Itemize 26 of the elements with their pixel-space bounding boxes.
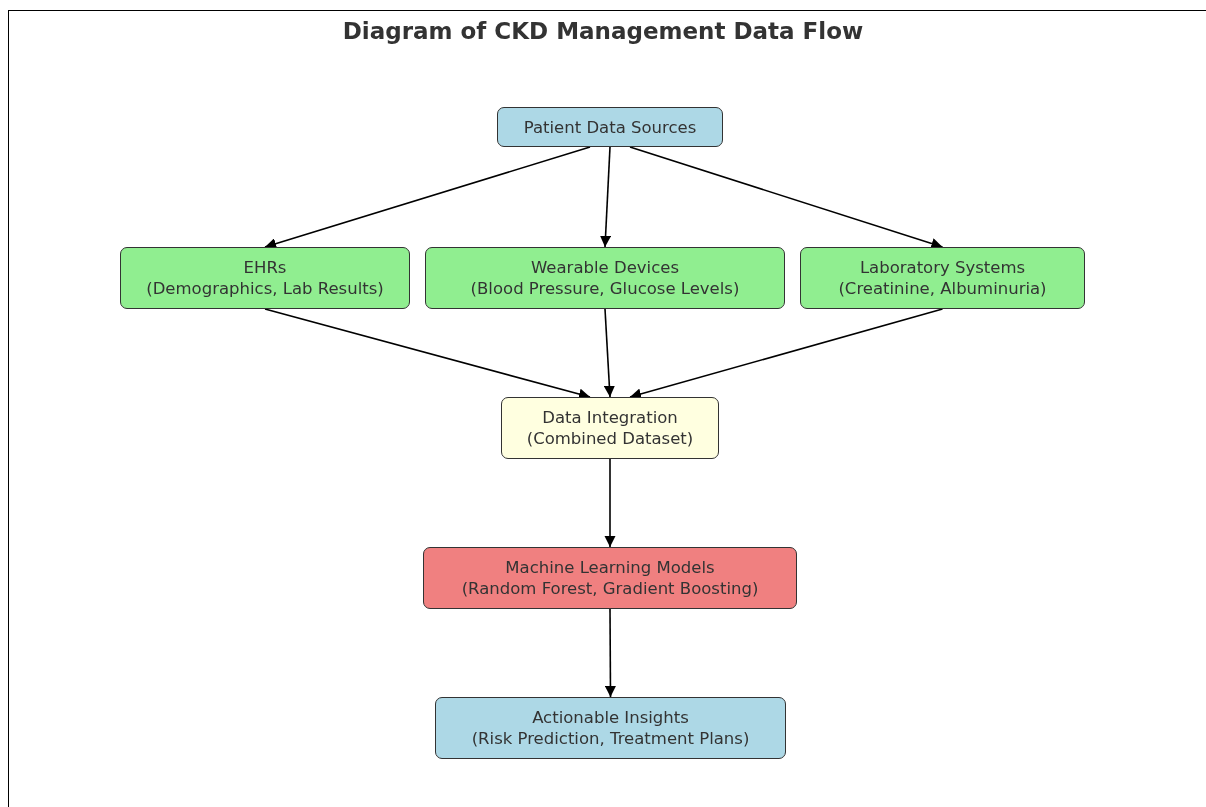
node-heading: Laboratory Systems	[859, 257, 1026, 278]
arrow	[604, 458, 616, 548]
node-heading: Machine Learning Models	[505, 557, 715, 578]
node-detail: (Random Forest, Gradient Boosting)	[461, 578, 759, 599]
input-source-box	[800, 247, 1085, 309]
node-detail: (Demographics, Lab Results)	[146, 278, 384, 299]
arrow	[603, 308, 615, 398]
node-heading: Wearable Devices	[531, 257, 679, 278]
arrow	[599, 146, 612, 248]
input-source-box	[120, 247, 410, 309]
arrow	[629, 146, 944, 249]
node-heading: Data Integration	[542, 407, 678, 428]
data-source-box	[497, 107, 723, 147]
model-box	[423, 547, 797, 609]
node-detail: (Blood Pressure, Glucose Levels)	[470, 278, 740, 299]
diagram-title: Diagram of CKD Management Data Flow	[341, 18, 865, 44]
node-heading: Patient Data Sources	[523, 116, 697, 138]
input-source-box	[425, 247, 785, 309]
node-detail: (Risk Prediction, Treatment Plans)	[471, 728, 750, 749]
data-source-box	[435, 697, 786, 759]
node-detail: (Combined Dataset)	[526, 428, 694, 449]
node-heading: EHRs	[243, 257, 287, 278]
node-detail: (Creatinine, Albuminuria)	[838, 278, 1047, 299]
node-heading: Actionable Insights	[532, 707, 689, 728]
arrow	[604, 608, 617, 698]
integration-box	[501, 397, 719, 459]
